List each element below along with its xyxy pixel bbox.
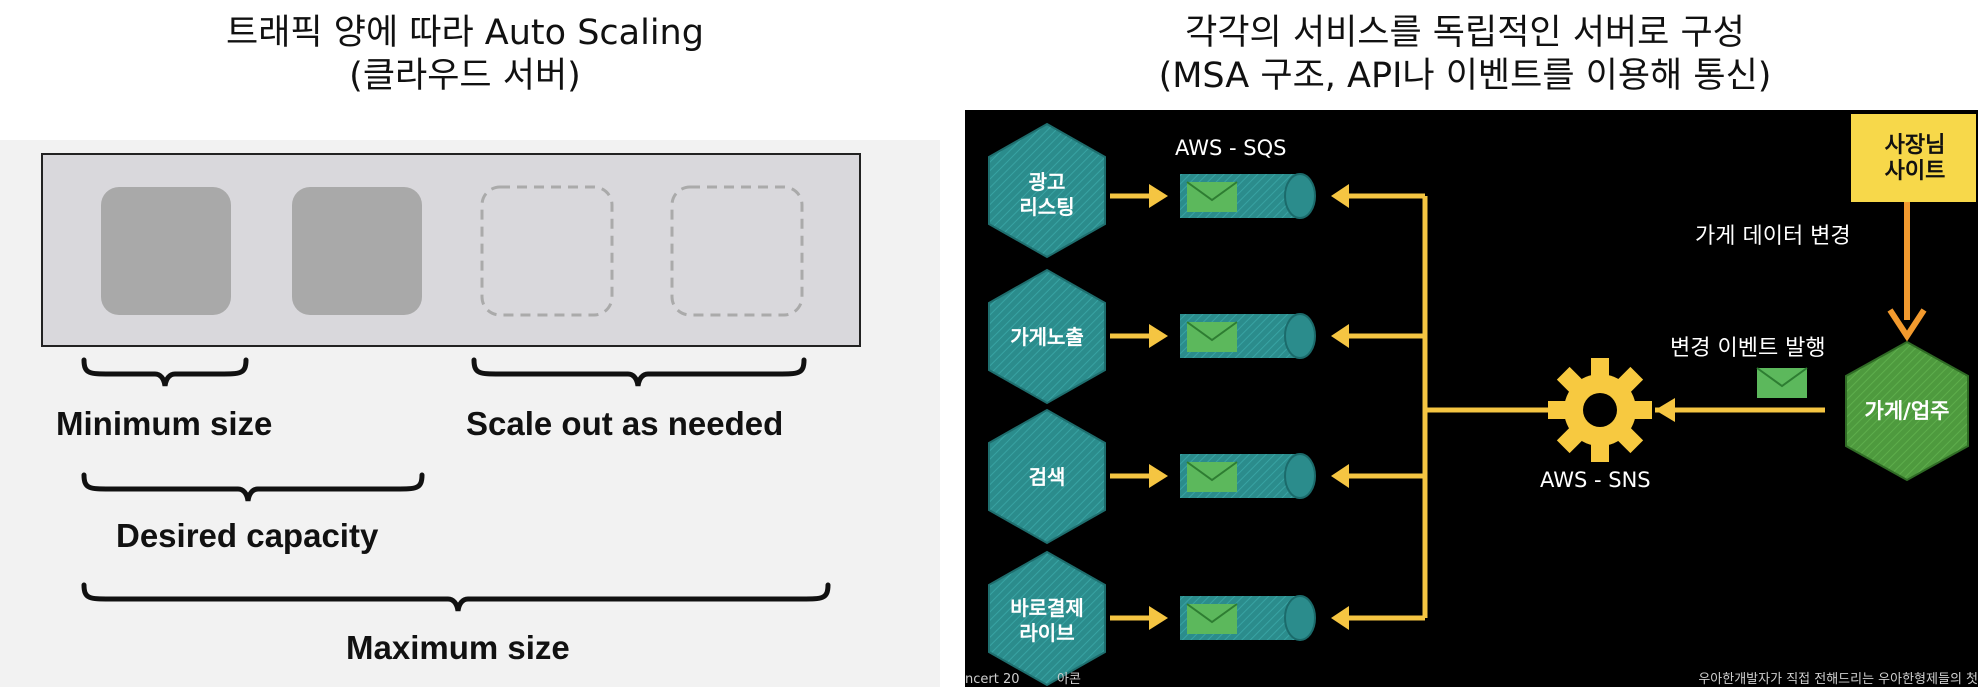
owner-update-arrowhead xyxy=(1887,308,1927,342)
queue-end xyxy=(1284,595,1316,641)
queue-2 xyxy=(1180,313,1316,359)
consume-arrowhead-4 xyxy=(1149,606,1168,630)
desired-capacity-label: Desired capacity xyxy=(116,517,379,554)
instance-running-1 xyxy=(101,187,231,315)
left-title-line1: 트래픽 양에 따라 Auto Scaling xyxy=(226,13,704,53)
minimum-size-brace xyxy=(81,357,249,387)
sqs-queues xyxy=(1180,173,1316,641)
sns-gear-icon xyxy=(1548,358,1652,462)
right-title: 각각의 서비스를 독립적인 서버로 구성 (MSA 구조, API나 이벤트를 … xyxy=(1000,12,1930,98)
service-hexagons: 광고 리스팅 가게노출 검색 바로결제 라이브 xyxy=(988,122,1106,687)
left-title: 트래픽 양에 따라 Auto Scaling (클라우드 서버) xyxy=(60,12,870,98)
consume-arrowhead-1 xyxy=(1149,184,1168,208)
desired-capacity-brace xyxy=(81,472,425,502)
gear-hole xyxy=(1583,393,1617,427)
service-hexagon xyxy=(988,408,1106,545)
owner-site-box xyxy=(1851,114,1976,202)
service-label-line1: 가게노출 xyxy=(1010,325,1084,349)
service-label-line2: 리스팅 xyxy=(1019,195,1074,219)
owner-site-line1: 사장님 xyxy=(1885,133,1946,158)
queue-end xyxy=(1284,173,1316,219)
envelope-flap xyxy=(1186,321,1238,342)
msa-diagram: AWS - SQS 광고 리스팅 가게노출 검색 바로결제 라이브 xyxy=(965,114,1978,687)
store-label: 가게/업주 xyxy=(1865,399,1950,423)
owner-site: 사장님 사이트 xyxy=(1851,114,1976,202)
queue-end xyxy=(1284,313,1316,359)
sqs-label: AWS - SQS xyxy=(1175,136,1286,160)
service-hexagon xyxy=(988,122,1106,259)
scale-out-brace xyxy=(471,357,807,387)
arrowhead-1 xyxy=(1331,184,1349,208)
scale-out-label: Scale out as needed xyxy=(466,405,783,442)
service-label-line1: 광고 xyxy=(1029,170,1066,194)
sns-label: AWS - SNS xyxy=(1540,468,1651,492)
arrowhead-3 xyxy=(1331,464,1349,488)
service-label-line1: 바로결제 xyxy=(1010,596,1084,620)
instance-potential-1 xyxy=(480,185,614,317)
footer-right: 우아한개발자가 직접 전해드리는 우아한형제들의 첫 xyxy=(1698,672,1978,687)
envelope-flap xyxy=(1186,181,1238,202)
queue-4 xyxy=(1180,595,1316,641)
envelope-flap xyxy=(1186,603,1238,624)
footer-left: ncert 20 xyxy=(965,672,1020,687)
data-change-label: 가게 데이터 변경 xyxy=(1695,224,1851,249)
consume-arrowhead-3 xyxy=(1149,464,1168,488)
queue-end xyxy=(1284,453,1316,499)
event-label: 변경 이벤트 발행 xyxy=(1670,336,1826,361)
queue-to-service-arrows xyxy=(1110,193,1150,621)
minimum-size-label: Minimum size xyxy=(56,405,272,442)
msa-panel: AWS - SQS 광고 리스팅 가게노출 검색 바로결제 라이브 xyxy=(965,110,1978,687)
service-label-line1: 검색 xyxy=(1029,465,1066,489)
consume-arrowheads xyxy=(1149,184,1168,630)
service-store-exposure: 가게노출 xyxy=(988,268,1106,405)
queue-1 xyxy=(1180,173,1316,219)
right-title-line2: (MSA 구조, API나 이벤트를 이용해 통신) xyxy=(1158,56,1772,96)
service-hexagon xyxy=(988,550,1106,687)
event-envelope-flap xyxy=(1756,367,1808,388)
service-ad-listing: 광고 리스팅 xyxy=(988,122,1106,259)
consume-arrowhead-2 xyxy=(1149,324,1168,348)
publish-arrowhead xyxy=(1655,398,1675,422)
maximum-size-brace xyxy=(81,582,831,612)
auto-scaling-diagram: Minimum size Scale out as needed Desired… xyxy=(41,153,861,666)
fanout-arrowheads xyxy=(1331,184,1349,630)
owner-site-line2: 사이트 xyxy=(1885,159,1946,184)
arrowhead-4 xyxy=(1331,606,1349,630)
store-hexagon xyxy=(1845,340,1969,482)
footer-left-2: 아콘 xyxy=(1057,672,1081,687)
maximum-size-label: Maximum size xyxy=(346,629,570,666)
envelope-flap xyxy=(1186,461,1238,482)
service-search: 검색 xyxy=(988,408,1106,545)
queue-3 xyxy=(1180,453,1316,499)
service-instant-payment: 바로결제 라이브 xyxy=(988,550,1106,687)
store-owner-service: 가게/업주 xyxy=(1845,340,1969,482)
instance-potential-2 xyxy=(670,185,804,317)
left-title-line2: (클라우드 서버) xyxy=(349,56,581,96)
service-label-line2: 라이브 xyxy=(1019,621,1074,645)
service-hexagon xyxy=(988,268,1106,405)
arrowhead-2 xyxy=(1331,324,1349,348)
instance-running-2 xyxy=(292,187,422,315)
right-title-line1: 각각의 서비스를 독립적인 서버로 구성 xyxy=(1185,13,1745,53)
sns-fanout-lines xyxy=(1345,193,1550,621)
